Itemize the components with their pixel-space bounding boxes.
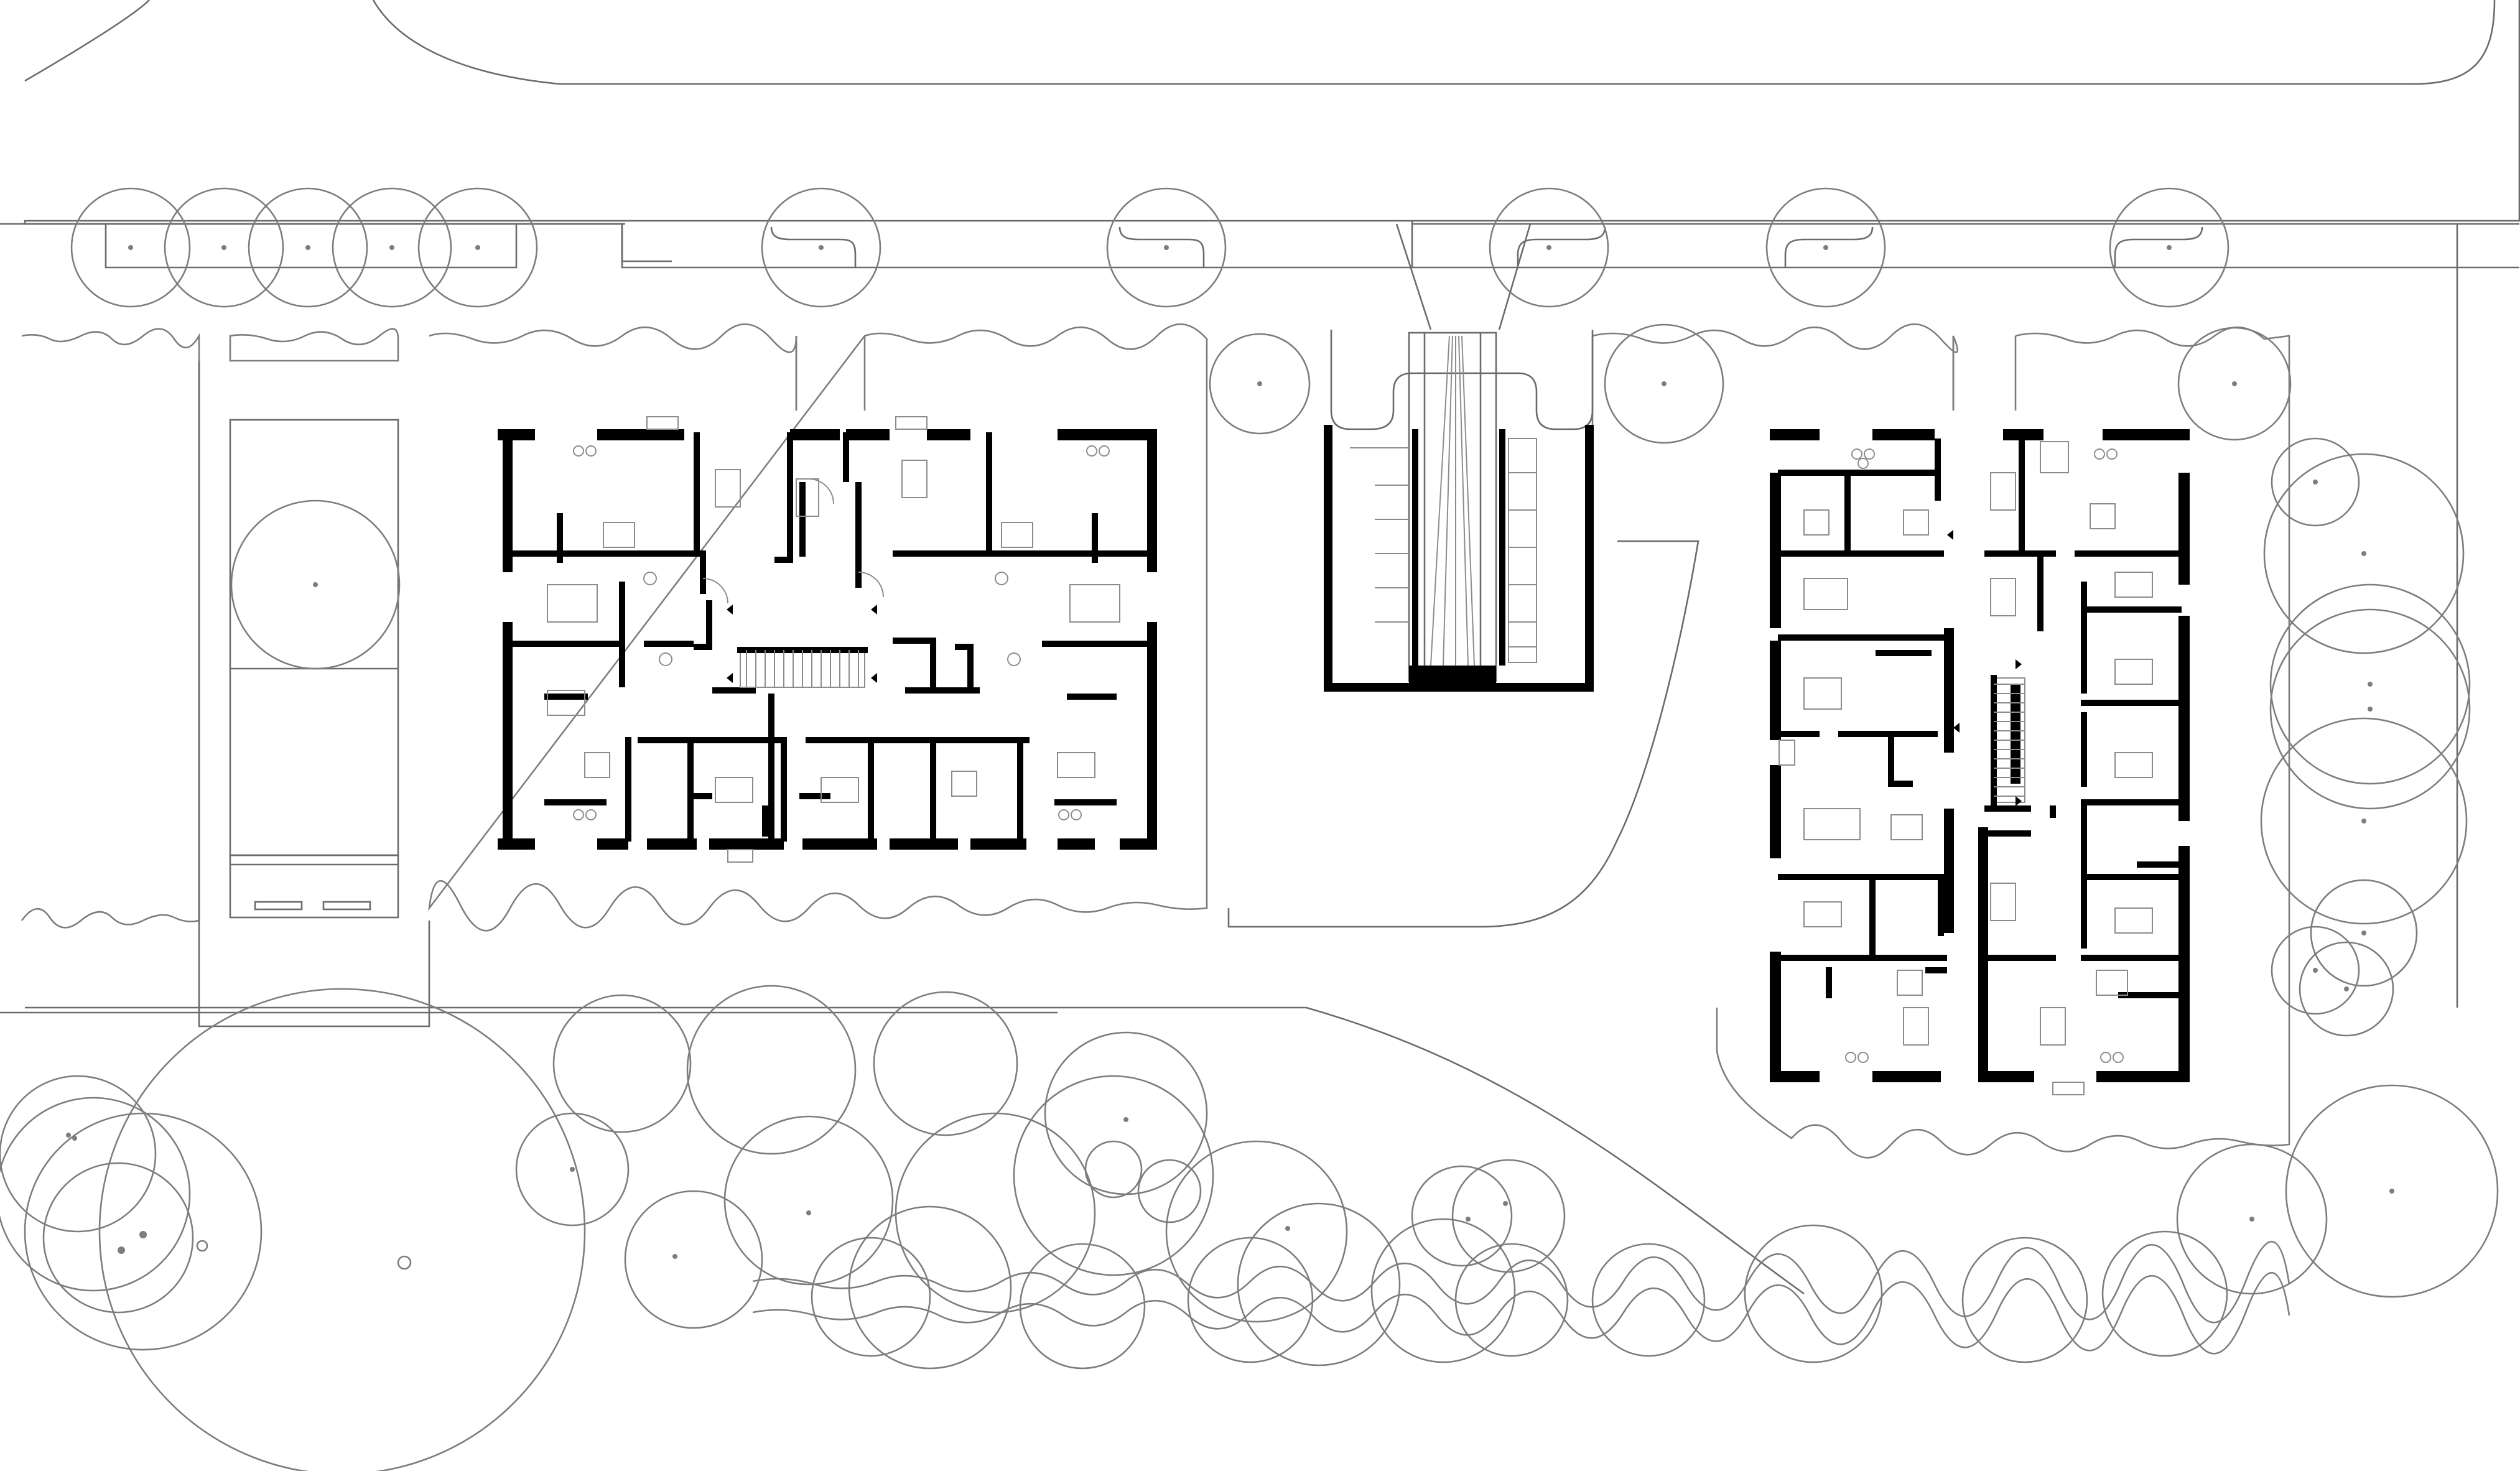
building-west: [498, 416, 1157, 863]
street: [0, 0, 2520, 1295]
sports-court: [198, 361, 430, 1028]
stair-east: [1947, 530, 2025, 826]
furniture-west: [547, 416, 1120, 863]
street-planters: [105, 224, 2203, 269]
garage-ramp: [1227, 330, 1699, 928]
stair-west: [727, 605, 877, 688]
hedges: [21, 323, 2290, 1355]
park-trees: [0, 985, 2228, 1471]
east-trees: [1209, 323, 2499, 1298]
furniture-east: [1778, 441, 2153, 1095]
building-east: [1770, 429, 2190, 1095]
street-trees: [70, 187, 2229, 308]
